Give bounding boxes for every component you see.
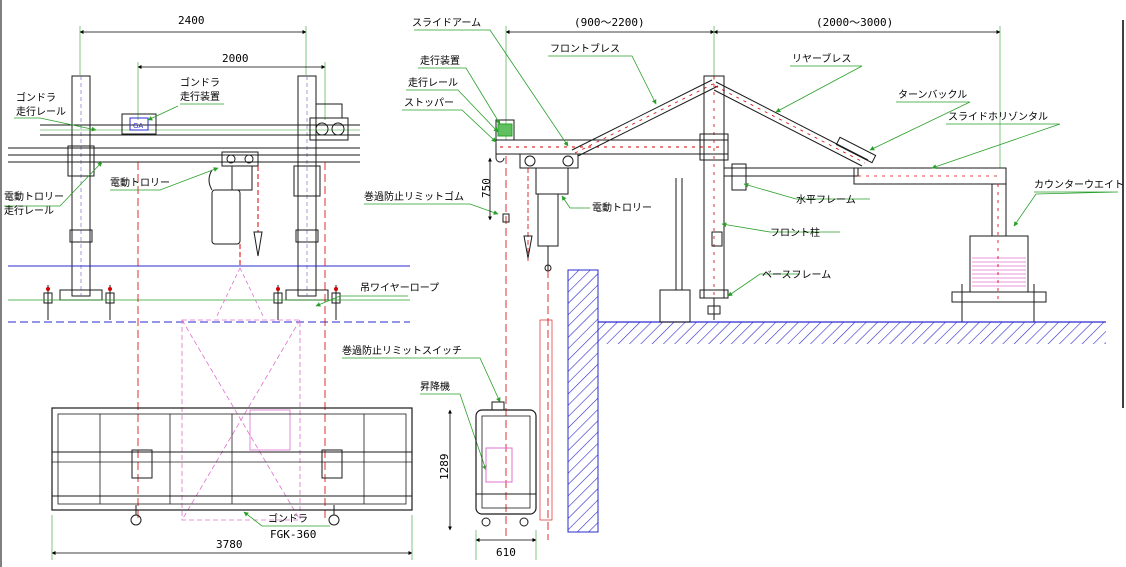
right-view: (900～2200) (2000～3000) xyxy=(402,16,1124,560)
electric-trolley-left xyxy=(208,151,263,268)
left-view: 2400 2000 xyxy=(4,14,439,560)
label-wire-rope: 吊ワイヤーロープ xyxy=(360,282,439,294)
label-hoist: 昇降機 xyxy=(420,380,450,393)
label-trolley-rail-2: 走行レール xyxy=(4,204,54,217)
dim-width-rail: 2000 xyxy=(222,52,249,65)
label-gondola-model-2: FGK-360 xyxy=(270,528,316,541)
dim-cage-depth: 610 xyxy=(496,546,516,559)
front-post xyxy=(699,75,729,320)
label-traveler-rail: 走行レール xyxy=(408,76,458,89)
label-electric-trolley-center: 電動トロリー xyxy=(592,201,652,214)
label-gondola-traveler-2: 走行装置 xyxy=(180,90,220,103)
label-turnbuckle: ターンバックル xyxy=(898,89,967,101)
dim-gondola-width: 3780 xyxy=(216,538,243,551)
label-base-frame: ベースフレーム xyxy=(762,269,831,281)
hoist-cage-side xyxy=(475,401,537,527)
dim-rear-reach: (2000～3000) xyxy=(816,16,893,29)
label-gondola-traveler-1: ゴンドラ xyxy=(180,76,220,89)
label-gondola-rail-1: ゴンドラ xyxy=(16,91,56,104)
label-stopper: ストッパー xyxy=(404,97,454,109)
slide-arm xyxy=(495,119,729,155)
horizontal-frame xyxy=(723,163,1007,191)
label-gondola-rail-2: 走行レール xyxy=(16,105,66,118)
electric-trolley-center xyxy=(519,153,579,272)
label-gondola-model-1: ゴンドラ xyxy=(268,512,308,525)
counterweight xyxy=(951,183,1047,322)
label-electric-trolley-left: 電動トロリー xyxy=(110,176,170,189)
rear-brace xyxy=(713,81,877,167)
dim-cage-height: 1289 xyxy=(438,454,451,481)
label-traveler: 走行装置 xyxy=(420,54,460,67)
right-traveler-unit xyxy=(309,103,349,141)
label-horizontal-frame: 水平フレーム xyxy=(796,194,856,206)
label-overwind-rubber: 巻過防止リミットゴム xyxy=(364,190,464,203)
label-rear-brace: リヤーブレス xyxy=(792,52,851,65)
right-post xyxy=(285,75,329,301)
dim-height-stopper: 750 xyxy=(480,178,493,198)
gondola-traveler-unit: GA xyxy=(121,113,157,135)
dim-arm-reach: (900～2200) xyxy=(574,16,645,29)
gondola-cage xyxy=(51,407,413,526)
dim-width-total: 2400 xyxy=(178,14,205,27)
label-trolley-rail-1: 電動トロリー xyxy=(4,190,64,203)
label-overwind-switch: 巻過防止リミットスイッチ xyxy=(342,344,462,357)
label-counterweight: カウンターウエイト xyxy=(1034,179,1124,191)
label-front-post: フロント柱 xyxy=(770,226,820,239)
label-slide-horizontal: スライドホリゾンタル xyxy=(948,111,1048,123)
label-slide-arm: スライドアーム xyxy=(412,17,481,29)
front-brace xyxy=(571,79,719,157)
svg-text:GA: GA xyxy=(133,122,143,130)
label-front-brace: フロントブレス xyxy=(550,42,620,55)
